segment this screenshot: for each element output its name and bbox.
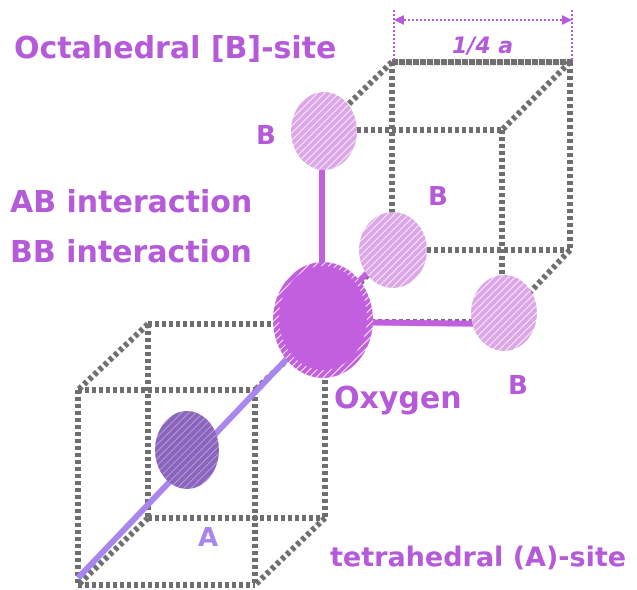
quarter-a-dimension (393, 10, 573, 60)
bb-interaction-label: BB interaction (10, 235, 252, 270)
b-atom-center (359, 212, 427, 288)
a-site-label: A (198, 523, 218, 553)
a-atom (155, 411, 219, 489)
oxygen-label: Oxygen (334, 381, 462, 416)
octahedral-site-label: Octahedral [B]-site (14, 31, 336, 66)
ab-interaction-label: AB interaction (10, 185, 252, 220)
oxygen-atom (279, 266, 367, 370)
quarter-a-label: 1/4 a (452, 34, 513, 59)
b-right-label: B (508, 371, 528, 401)
b-atom-top (291, 92, 357, 170)
b-top-label: B (256, 121, 276, 151)
tetrahedral-site-label: tetrahedral (A)-site (330, 542, 626, 573)
b-atom-right (471, 275, 537, 351)
b-center-label: B (428, 182, 448, 212)
